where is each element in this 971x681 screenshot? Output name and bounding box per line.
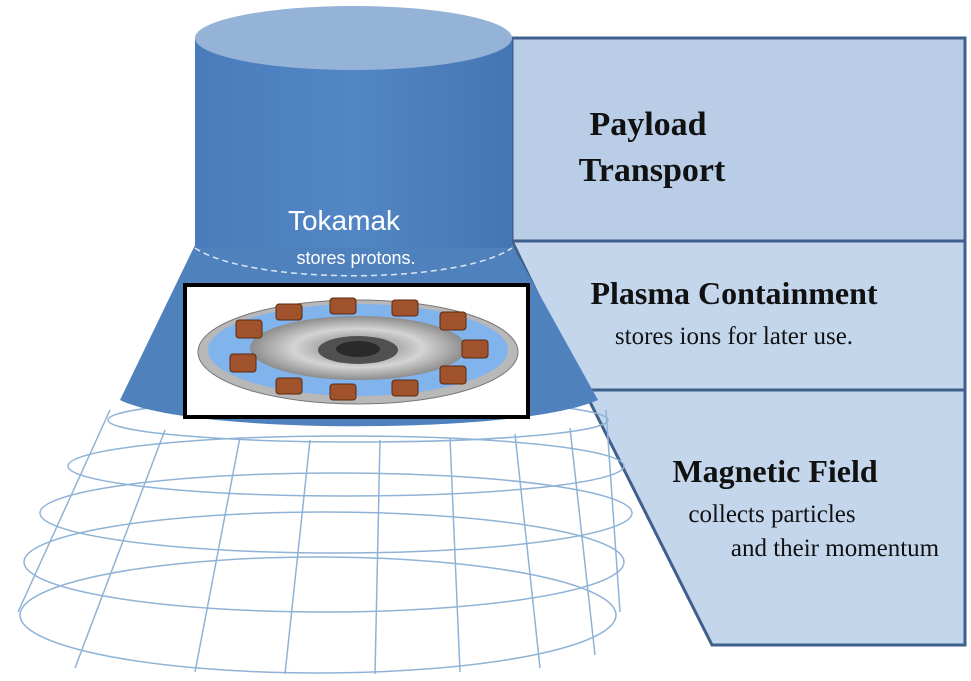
magnetic-desc2: and their momentum xyxy=(731,535,940,562)
magnetic-title: Magnetic Field xyxy=(672,453,877,489)
cylinder-top xyxy=(195,6,512,70)
magnetic-desc1: collects particles xyxy=(688,501,855,528)
panel-payload-bg xyxy=(510,36,967,243)
tokamak-title: Tokamak xyxy=(288,205,401,236)
panel-payload-transport: Payload Transport xyxy=(510,36,967,243)
payload-line1: Payload xyxy=(589,106,706,143)
panel-plasma-containment: Plasma Containment stores ions for later… xyxy=(509,239,967,392)
reactor-image xyxy=(183,283,530,419)
cylinder-bottom-edge xyxy=(194,247,513,277)
payload-line2: Transport xyxy=(579,152,726,189)
reactor-coils xyxy=(229,297,489,401)
magnetic-field-grid xyxy=(17,397,633,675)
plasma-desc: stores ions for later use. xyxy=(615,323,853,350)
panel-magnetic-bg xyxy=(581,388,967,647)
plasma-title: Plasma Containment xyxy=(590,275,877,311)
payload-cylinder xyxy=(195,38,512,248)
panel-magnetic-field: Magnetic Field collects particles and th… xyxy=(581,388,967,647)
tokamak-subtitle: stores protons. xyxy=(296,248,415,268)
